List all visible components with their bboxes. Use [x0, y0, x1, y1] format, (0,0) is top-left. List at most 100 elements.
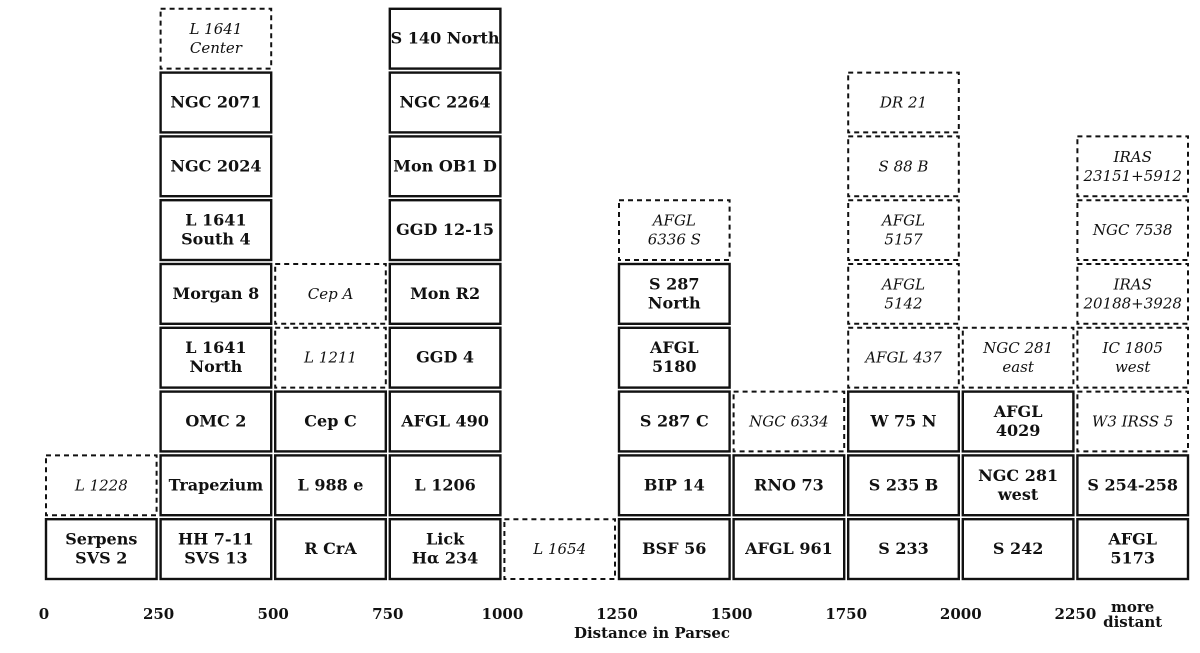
object-label: AFGL 437	[863, 349, 942, 367]
object-box: S 287 C	[617, 390, 731, 453]
solid-box	[159, 135, 273, 198]
more-distant-label: more	[1111, 598, 1154, 616]
solid-box	[44, 518, 158, 581]
object-label: SVS 2	[75, 549, 127, 568]
object-label: South 4	[181, 230, 251, 249]
object-box: Morgan 8	[159, 262, 273, 325]
solid-box	[388, 390, 502, 453]
object-label: Cep A	[308, 285, 354, 303]
object-label: AFGL	[880, 212, 925, 230]
object-label: S 287 C	[640, 412, 709, 431]
solid-box	[388, 71, 502, 134]
dashed-box	[503, 518, 616, 581]
x-tick-label: 500	[258, 605, 289, 623]
dashed-box	[847, 199, 960, 261]
object-label: Lick	[426, 530, 465, 549]
solid-box	[847, 518, 961, 581]
object-label: west	[1115, 358, 1151, 376]
object-label: S 242	[993, 539, 1044, 558]
x-tick-label: 750	[372, 605, 403, 623]
object-label: NGC 281	[978, 466, 1058, 485]
object-box: Cep A	[274, 263, 387, 325]
object-label: IRAS	[1113, 148, 1152, 166]
object-label: 23151+5912	[1082, 167, 1181, 185]
solid-box	[961, 518, 1075, 581]
object-label: W 75 N	[870, 412, 937, 431]
object-box: BSF 56	[617, 518, 731, 581]
object-label: Mon R2	[410, 284, 480, 303]
object-label: IRAS	[1113, 275, 1152, 293]
object-label: S 233	[878, 539, 929, 558]
object-label: North	[190, 357, 243, 376]
solid-box	[388, 326, 502, 389]
object-label: L 988 e	[298, 475, 364, 494]
object-label: NGC 2071	[170, 93, 261, 112]
object-label: L 1228	[74, 476, 128, 494]
object-label: HH 7-11	[178, 530, 254, 549]
object-box: NGC 2024	[159, 135, 273, 198]
object-label: SVS 13	[184, 549, 247, 568]
solid-box	[159, 262, 273, 325]
object-box: NGC 2264	[388, 71, 502, 134]
solid-box	[617, 454, 731, 517]
object-label: L 1211	[303, 349, 357, 367]
x-tick-label: 1250	[596, 605, 638, 623]
object-label: AFGL	[880, 275, 925, 293]
solid-box	[274, 390, 388, 453]
dashed-box	[847, 326, 960, 389]
object-box: R CrA	[274, 518, 388, 581]
object-label: AFGL	[649, 338, 699, 357]
object-box: W3 IRSS 5	[1076, 390, 1190, 453]
object-label: west	[997, 485, 1039, 504]
solid-box	[847, 390, 961, 453]
object-label: Morgan 8	[173, 284, 260, 303]
x-tick-label: 2000	[940, 605, 982, 623]
solid-box	[617, 326, 731, 389]
object-label: S 254-258	[1087, 475, 1178, 494]
object-box: RNO 73	[732, 454, 846, 517]
object-box: Trapezium	[159, 454, 273, 517]
object-label: 5180	[652, 357, 697, 376]
object-box: DR 21	[847, 71, 960, 134]
dashed-box	[159, 7, 273, 70]
object-label: NGC 2264	[400, 93, 491, 112]
more-distant-label: distant	[1103, 613, 1162, 631]
x-tick-label: 1000	[482, 605, 524, 623]
object-box: AFGL 490	[388, 390, 502, 453]
solid-box	[388, 518, 502, 581]
object-label: 5157	[884, 231, 923, 249]
solid-box	[159, 454, 273, 517]
dashed-box	[732, 390, 846, 453]
solid-box	[961, 390, 1075, 453]
object-box: Mon OB1 D	[388, 135, 502, 198]
object-label: AFGL 490	[400, 412, 489, 431]
object-label: Cep C	[304, 412, 356, 431]
object-label: 5173	[1110, 549, 1155, 568]
x-axis-title: Distance in Parsec	[574, 624, 730, 642]
object-label: OMC 2	[185, 412, 246, 431]
object-label: IC 1805	[1102, 339, 1163, 357]
object-box: NGC 2071	[159, 71, 273, 134]
object-label: NGC 7538	[1092, 221, 1173, 239]
object-label: BIP 14	[644, 475, 705, 494]
x-tick-label: 0	[39, 605, 49, 623]
solid-box	[847, 454, 961, 517]
object-box: S 233	[847, 518, 961, 581]
dashed-box	[45, 454, 158, 517]
solid-box	[961, 454, 1075, 517]
object-box: S 242	[961, 518, 1075, 581]
object-label: 4029	[996, 421, 1041, 440]
object-box: S 88 B	[847, 135, 960, 198]
